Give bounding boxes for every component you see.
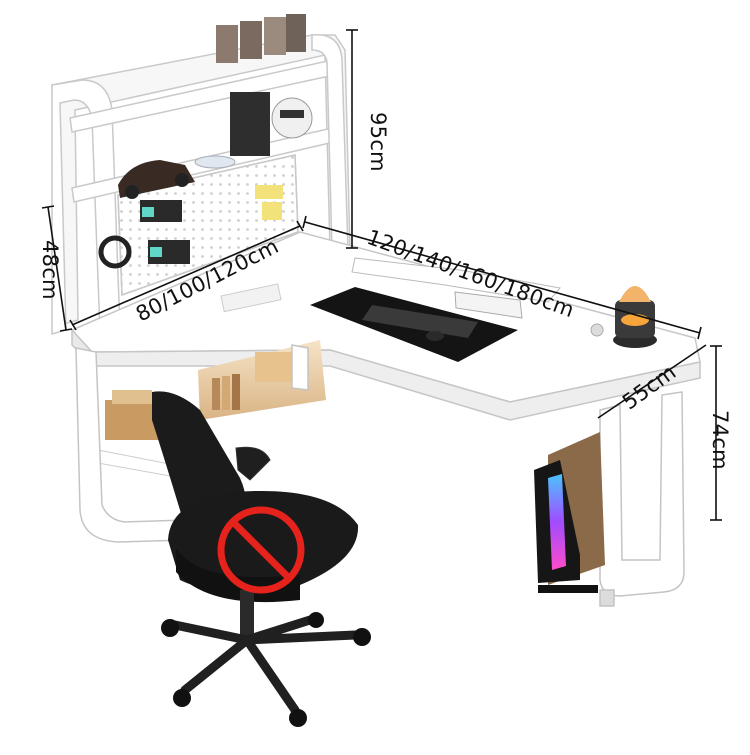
depth-side-label: 48cm: [38, 240, 62, 300]
desk-lamp: [590, 286, 657, 348]
no-chair-prohibition-icon: [217, 506, 305, 594]
desk-accessories: [220, 257, 561, 362]
dimension-lines: [41, 29, 722, 521]
height-desk-label: 74cm: [708, 410, 732, 470]
office-chair: [152, 391, 371, 727]
shelf-items: [98, 14, 313, 269]
pc-tower: [534, 432, 605, 593]
height-total-label: 95cm: [366, 112, 390, 172]
